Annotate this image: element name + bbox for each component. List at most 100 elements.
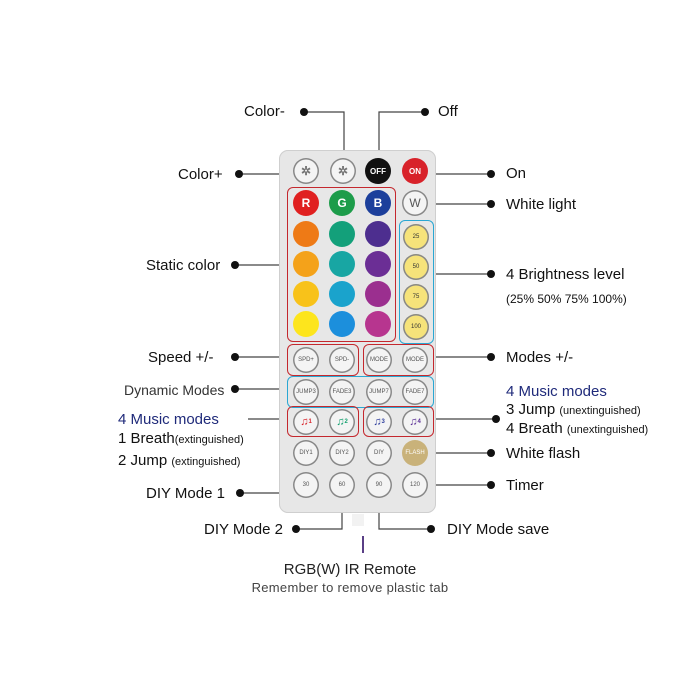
static-color-button[interactable] [365, 251, 391, 277]
music-2-number: 2 [344, 419, 348, 425]
music-note-icon: ♫ [300, 416, 309, 428]
blue-button[interactable]: B [365, 190, 391, 216]
music-3-number: 3 [381, 419, 385, 425]
red-button[interactable]: R [293, 190, 319, 216]
speed-up-button[interactable]: SPD+ [293, 347, 319, 373]
green-button[interactable]: G [329, 190, 355, 216]
music-note-icon: ♫ [409, 416, 418, 428]
dot-music-right [492, 415, 500, 423]
dot-diy-save [427, 525, 435, 533]
white-flash-button[interactable]: FLASH [402, 440, 428, 466]
speed-down-button[interactable]: SPD- [329, 347, 355, 373]
mode-down-button[interactable]: MODE [402, 347, 428, 373]
dynamic-modes-group [287, 376, 434, 408]
diy-save-button[interactable]: DIY [366, 440, 392, 466]
label-speed: Speed +/- [148, 349, 214, 366]
label-diy-mode-save: DIY Mode save [447, 521, 550, 538]
label-modes: Modes +/- [506, 349, 574, 366]
modes-group [363, 344, 434, 376]
music-4-number: 4 [417, 419, 421, 425]
static-color-button[interactable] [365, 311, 391, 337]
static-color-button[interactable] [293, 251, 319, 277]
static-color-button[interactable] [329, 251, 355, 277]
line-color-minus [304, 111, 345, 160]
music-4-button[interactable]: ♫4 [402, 409, 428, 435]
plastic-tab [352, 514, 364, 526]
label-music-left-2: 2 Jump (extinguished) [118, 452, 240, 471]
label-music-right-title: 4 Music modes [506, 383, 607, 400]
dot-speed [231, 353, 239, 361]
dot-static-color [231, 261, 239, 269]
static-color-button[interactable] [365, 221, 391, 247]
music-1-number: 1 [308, 419, 312, 425]
color-minus-button[interactable]: ✲ [330, 158, 356, 184]
dot-on [487, 170, 495, 178]
dot-modes [487, 353, 495, 361]
label-white-light: White light [506, 196, 577, 213]
mode-up-button[interactable]: MODE [366, 347, 392, 373]
caption-title: RGB(W) IR Remote [283, 561, 417, 578]
diy1-button[interactable]: DIY1 [293, 440, 319, 466]
music-note-icon: ♫ [336, 416, 345, 428]
dot-white-light [487, 200, 495, 208]
jump7-button[interactable]: JUMP7 [366, 379, 392, 405]
music-right-group [363, 406, 434, 437]
brightness-100-button[interactable]: 100 [403, 314, 429, 340]
static-color-button[interactable] [329, 281, 355, 307]
brightness-group [399, 220, 434, 344]
music-1-button[interactable]: ♫1 [293, 409, 319, 435]
color-wheel-icon: ✲ [337, 164, 349, 178]
label-dynamic-modes: Dynamic Modes [124, 382, 225, 398]
static-color-button[interactable] [365, 281, 391, 307]
label-music-left-title: 4 Music modes [118, 411, 219, 428]
brightness-75-button[interactable]: 75 [403, 284, 429, 310]
label-timer: Timer [506, 477, 544, 494]
dot-color-plus [235, 170, 243, 178]
dot-off [421, 108, 429, 116]
music-note-icon: ♫ [373, 416, 382, 428]
music-right-3-note: (unextinguished) [559, 405, 641, 417]
music-right-4-text: 4 Breath [506, 420, 563, 437]
timer-60-button[interactable]: 60 [329, 472, 355, 498]
dot-color-minus [300, 108, 308, 116]
static-color-button[interactable] [329, 311, 355, 337]
white-button[interactable]: W [402, 190, 428, 216]
off-button[interactable]: OFF [365, 158, 391, 184]
line-off [378, 111, 425, 160]
label-white-flash: White flash [506, 445, 581, 462]
jump3-button[interactable]: JUMP3 [293, 379, 319, 405]
timer-120-button[interactable]: 120 [402, 472, 428, 498]
on-button[interactable]: ON [402, 158, 428, 184]
music-3-button[interactable]: ♫3 [366, 409, 392, 435]
label-brightness: 4 Brightness level [506, 266, 625, 283]
color-wheel-icon: ✲ [300, 164, 312, 178]
fade3-button[interactable]: FADE3 [329, 379, 355, 405]
label-color-minus: Color- [244, 103, 285, 120]
fade7-button[interactable]: FADE7 [402, 379, 428, 405]
color-plus-button[interactable]: ✲ [293, 158, 319, 184]
brightness-25-button[interactable]: 25 [403, 224, 429, 250]
static-color-button[interactable] [293, 221, 319, 247]
music-2-button[interactable]: ♫2 [329, 409, 355, 435]
static-color-button[interactable] [329, 221, 355, 247]
dot-white-flash [487, 449, 495, 457]
music-left-1-text: 1 Breath [118, 430, 175, 447]
music-left-1-note: (extinguished) [174, 434, 244, 446]
label-diy-mode-1: DIY Mode 1 [146, 485, 225, 502]
music-left-group [287, 406, 359, 437]
timer-30-button[interactable]: 30 [293, 472, 319, 498]
brightness-50-button[interactable]: 50 [403, 254, 429, 280]
label-music-left-1: 1 Breath(extinguished) [118, 430, 244, 449]
static-color-button[interactable] [293, 311, 319, 337]
label-brightness-values: (25% 50% 75% 100%) [506, 292, 627, 306]
timer-90-button[interactable]: 90 [366, 472, 392, 498]
label-color-plus: Color+ [178, 166, 223, 183]
music-left-2-text: 2 Jump [118, 452, 168, 469]
static-color-button[interactable] [293, 281, 319, 307]
label-music-right-4: 4 Breath (unextinguished) [506, 420, 648, 439]
diy2-button[interactable]: DIY2 [329, 440, 355, 466]
label-static-color: Static color [146, 257, 221, 274]
speed-group [287, 344, 359, 376]
music-right-4-note: (unextinguished) [566, 424, 649, 436]
